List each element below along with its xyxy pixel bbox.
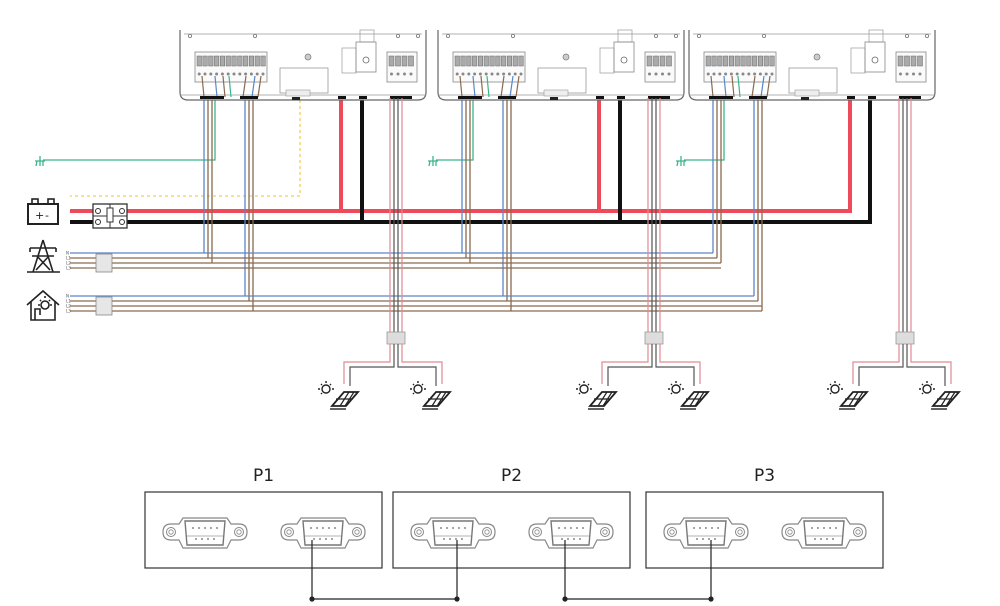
- cable-gland: [240, 96, 258, 99]
- screw: [415, 34, 420, 39]
- line-label: N: [66, 251, 69, 256]
- solar-panel-icon: [919, 381, 961, 410]
- pv-combiner: [895, 331, 915, 345]
- inverters-layer: [179, 29, 936, 101]
- line-label: L3: [66, 266, 71, 271]
- db9-connector-icon: [528, 517, 614, 549]
- cable-gland: [648, 96, 670, 99]
- grid-tower-icon: [27, 239, 60, 273]
- port-label: P2: [501, 466, 522, 486]
- line-label: L2: [66, 261, 71, 266]
- line-label: L1: [66, 256, 71, 261]
- cable-gland: [390, 96, 412, 99]
- house-load-icon: [26, 289, 60, 321]
- cable-gland: [709, 96, 733, 99]
- solar-panel-icon: [576, 381, 618, 410]
- battery-negative-bus: [70, 96, 872, 224]
- db9-connector-icon: [280, 517, 366, 549]
- battery-minus: -: [45, 209, 49, 222]
- screw: [510, 34, 515, 39]
- port-label: P1: [253, 466, 274, 486]
- ground-icon: [428, 156, 438, 167]
- screw: [925, 34, 930, 39]
- ground-icon: [35, 156, 45, 167]
- inverter-3: [688, 29, 936, 101]
- ground-wire: [684, 100, 725, 161]
- cable-gland: [899, 96, 921, 99]
- db9-connector-icon: [162, 517, 248, 549]
- solar-panel-icon: [827, 381, 869, 410]
- line-label: L1: [66, 299, 71, 304]
- solar-panel-icon: [668, 381, 710, 410]
- parallel-link-2: [562, 540, 714, 602]
- junction-dot: [562, 596, 568, 602]
- inverter-2: [437, 29, 685, 101]
- screw: [187, 34, 192, 39]
- screw: [674, 34, 679, 39]
- screw: [905, 34, 910, 39]
- screw: [654, 34, 659, 39]
- pv-string-1: [318, 98, 452, 410]
- solar-panel-icon: [410, 381, 452, 410]
- parallel-ports-layer: P1 P2 P3: [144, 466, 884, 602]
- solar-panel-icon: [318, 381, 360, 410]
- screw: [445, 34, 450, 39]
- db9-connector-icon: [781, 517, 867, 549]
- screw: [395, 34, 400, 39]
- parallel-port-3: P3: [645, 466, 884, 569]
- battery-breaker-icon: [92, 203, 128, 229]
- pv-string-2: [576, 98, 710, 410]
- pv-layer: [318, 98, 961, 410]
- battery-positive-bus: [70, 96, 852, 213]
- junction-dot: [708, 596, 714, 602]
- screw: [252, 34, 257, 39]
- ground-icon: [676, 156, 686, 167]
- db9-connector-icon: [663, 517, 749, 549]
- pv-combiner: [386, 331, 406, 345]
- line-label: L2: [66, 304, 71, 309]
- db9-connector-icon: [410, 517, 496, 549]
- cable-gland: [200, 96, 224, 99]
- line-label: L3: [66, 309, 71, 314]
- line-label: N: [66, 294, 69, 299]
- port-label: P3: [754, 466, 775, 486]
- comm-wire: [70, 100, 301, 197]
- junction-dot: [454, 596, 460, 602]
- ground-wire: [436, 100, 474, 161]
- screw: [762, 34, 767, 39]
- parallel-link-1: [309, 540, 460, 602]
- pv-combiner: [644, 331, 664, 345]
- grid-terminal-block: [95, 253, 113, 273]
- screw: [697, 34, 702, 39]
- battery-plus: +: [35, 209, 44, 222]
- cable-gland: [749, 96, 767, 99]
- parallel-port-1: P1: [144, 466, 383, 569]
- inverter-1: [179, 29, 427, 101]
- ground-wire: [43, 100, 216, 161]
- pv-string-3: [827, 98, 961, 410]
- source-icons: + -: [26, 198, 60, 321]
- battery-icon: + -: [27, 198, 59, 225]
- junction-dot: [309, 596, 315, 602]
- cable-gland: [458, 96, 482, 99]
- parallel-port-2: P2: [392, 466, 631, 569]
- cable-gland: [498, 96, 516, 99]
- load-terminal-block: [95, 296, 113, 316]
